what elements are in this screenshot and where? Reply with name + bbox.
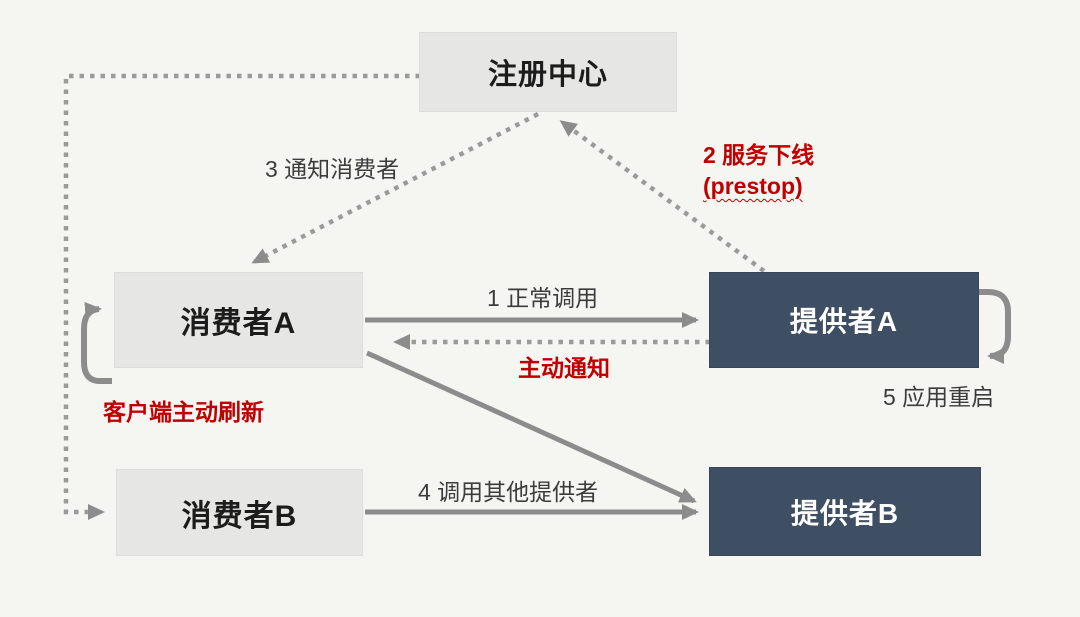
arrow-client-refresh-loop — [81, 301, 112, 384]
node-consumer-a: 消费者A — [115, 273, 362, 367]
label-app-restart: 5 应用重启 — [883, 384, 995, 410]
node-registry: 注册中心 — [420, 33, 676, 111]
arrow-notify-consumers — [251, 112, 540, 264]
node-provider-a: 提供者A — [710, 273, 978, 367]
node-provider-b: 提供者B — [710, 468, 980, 555]
node-consumer-b: 消费者B — [117, 470, 362, 555]
label-service-offline-line1: 2 服务下线 — [703, 142, 815, 168]
label-notify-consumers: 3 通知消费者 — [265, 156, 400, 182]
arrow-consumer-a-to-provider-b — [365, 350, 697, 504]
label-call-other: 4 调用其他提供者 — [418, 479, 599, 505]
label-client-refresh: 客户端主动刷新 — [103, 399, 264, 425]
label-service-offline: 2 服务下线 (prestop) — [703, 140, 814, 202]
label-service-offline-prestop: (prestop) — [703, 173, 803, 199]
label-call-normal: 1 正常调用 — [487, 285, 599, 311]
arrow-app-restart-loop — [977, 289, 1011, 364]
label-active-notify: 主动通知 — [518, 355, 610, 381]
